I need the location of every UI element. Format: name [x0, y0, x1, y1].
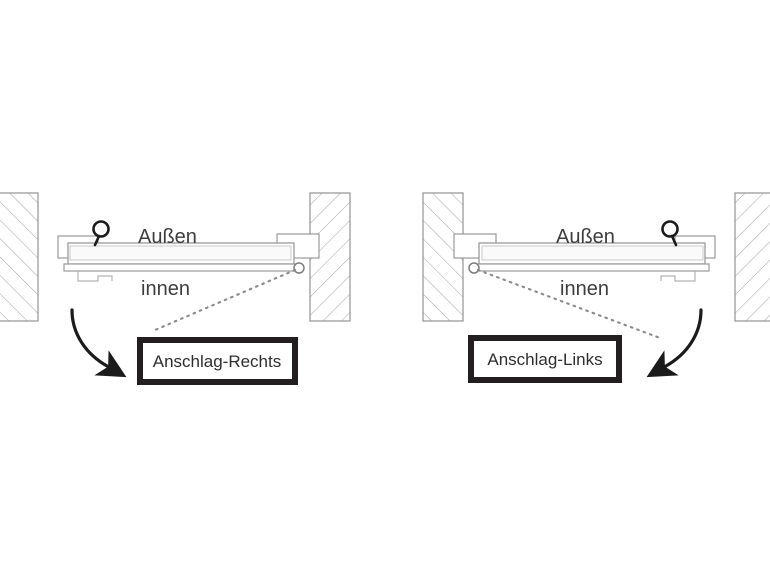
label-inside: innen — [141, 278, 190, 300]
sill-bracket — [660, 271, 696, 282]
callout-box-anschlag-links[interactable]: Anschlag-Links — [468, 335, 622, 383]
panel-left-anschlag-rechts: Außen innen Anschlag-Rechts — [0, 192, 351, 385]
door-handle-icon — [661, 220, 679, 247]
label-outside: Außen — [556, 226, 615, 248]
hinge-pivot-marker — [293, 262, 305, 274]
door-leaf-inner — [69, 245, 292, 261]
swing-direction-arrow — [70, 308, 127, 378]
sill-bracket — [77, 271, 113, 282]
door-sill — [472, 263, 710, 272]
callout-box-anschlag-rechts[interactable]: Anschlag-Rechts — [137, 337, 298, 385]
callout-label: Anschlag-Rechts — [153, 352, 282, 371]
callout-label: Anschlag-Links — [487, 350, 602, 369]
callout-border — [137, 337, 298, 385]
label-outside: Außen — [138, 226, 197, 248]
door-handle-icon — [92, 220, 110, 247]
wall-left-outer — [0, 192, 39, 322]
callout-leader-line — [153, 268, 297, 332]
wall-right-outer — [734, 192, 770, 322]
wall-hatch-block — [0, 192, 39, 322]
wall-hatch-block — [734, 192, 770, 322]
callout-leader-line — [476, 268, 662, 340]
hinge-pivot-marker — [468, 262, 480, 274]
swing-direction-arrow — [646, 308, 703, 378]
callout-border — [468, 335, 622, 383]
door-leaf-inner — [481, 245, 704, 261]
door-sill — [63, 263, 301, 272]
panel-right-anschlag-links: Außen innen Anschlag-Links — [422, 192, 770, 383]
label-inside: innen — [560, 278, 609, 300]
